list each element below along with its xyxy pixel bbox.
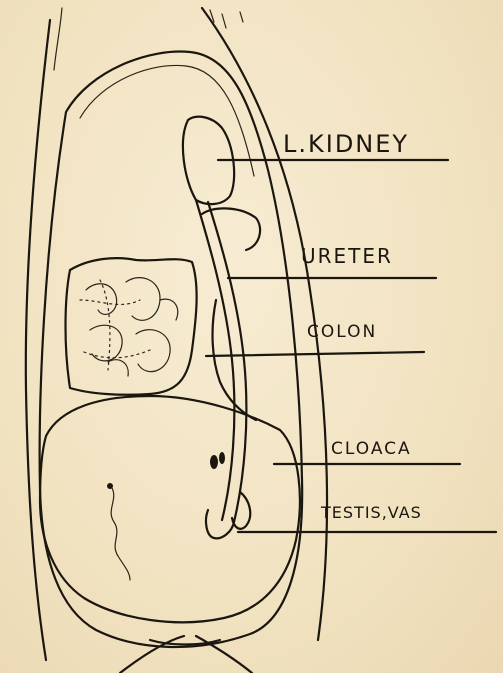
cloaca-sac — [40, 396, 300, 622]
testis-shape — [232, 492, 250, 529]
colon-label: COLON — [307, 324, 377, 341]
cloaca-label: CLOACA — [331, 441, 412, 458]
colon-mass-texture — [86, 278, 178, 376]
ureter-label: URETER — [301, 246, 393, 266]
testis-vas-label: TESTIS,VAS — [321, 505, 422, 521]
small-loop — [202, 208, 260, 250]
cloaca-dot — [107, 483, 113, 489]
body-cavity — [40, 52, 303, 648]
cloaca-small-ovals — [210, 455, 218, 469]
cloaca-small-ovals-2 — [219, 452, 225, 464]
body-wall-top-left — [54, 8, 62, 70]
ureter-tip — [206, 510, 234, 538]
kidney-label: L.KIDNEY — [283, 132, 409, 156]
colon-leader-line — [206, 352, 424, 356]
body-wall-left — [26, 20, 50, 660]
cloaca-wavy-line — [111, 488, 130, 580]
